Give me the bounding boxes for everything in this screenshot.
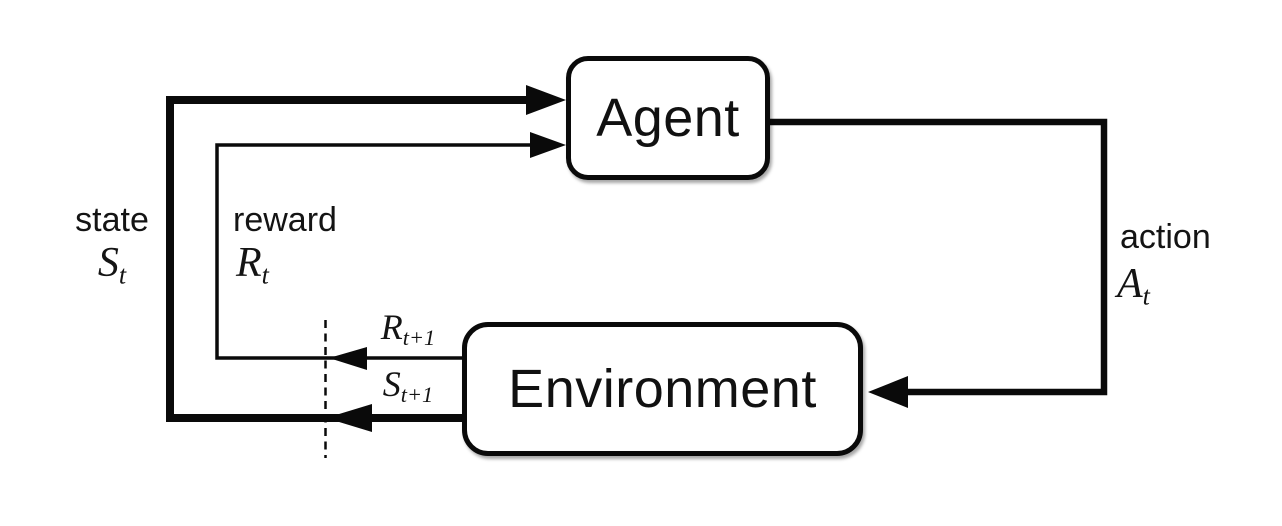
environment-box-label: Environment: [508, 359, 817, 419]
next-reward-base: R: [380, 307, 403, 347]
action-word-label: action: [1120, 218, 1211, 256]
state-symbol-subscript: t: [118, 260, 127, 290]
reward-word-label: reward: [233, 201, 337, 239]
action-symbol-subscript: t: [1142, 281, 1150, 311]
state-word-label: state: [75, 201, 149, 239]
action-line: [770, 118, 1108, 396]
next-state-label: St+1: [350, 364, 466, 408]
state-symbol-label: St: [56, 240, 168, 288]
next-reward-arrowhead-icon: [329, 347, 367, 370]
next-state-arrowhead-icon: [326, 404, 372, 432]
reward-symbol-label: Rt: [236, 240, 269, 288]
reward-into-agent-arrowhead-icon: [530, 132, 566, 158]
next-reward-label: Rt+1: [350, 307, 466, 351]
reward-symbol-subscript: t: [261, 260, 269, 290]
state-loop-line: [166, 96, 548, 422]
next-reward-subscript: t+1: [402, 325, 436, 351]
environment-box: Environment: [462, 322, 863, 456]
next-state-subscript: t+1: [400, 382, 434, 408]
state-symbol-base: S: [97, 240, 119, 286]
reward-symbol-base: R: [236, 240, 262, 286]
agent-box-label: Agent: [596, 88, 740, 148]
next-state-base: S: [382, 364, 401, 404]
action-symbol-base: A: [1117, 261, 1143, 307]
action-symbol-label: At: [1117, 261, 1150, 309]
state-into-agent-arrowhead-icon: [526, 85, 566, 115]
agent-box: Agent: [566, 56, 770, 180]
action-into-environment-arrowhead-icon: [868, 376, 908, 408]
